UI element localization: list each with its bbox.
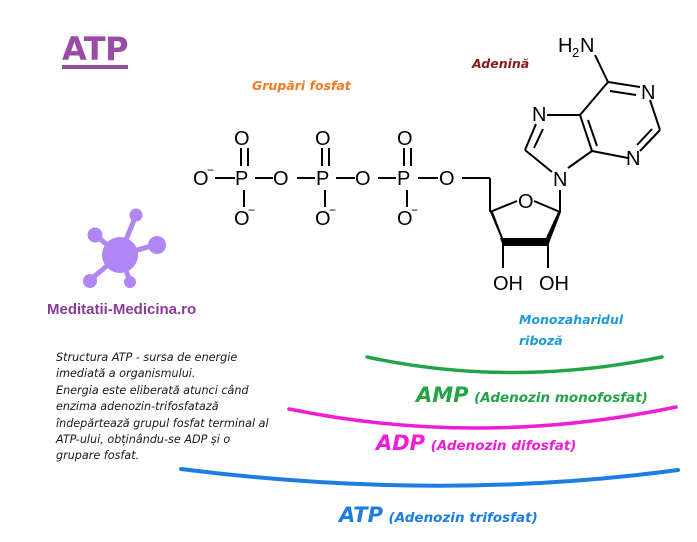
- bond: [489, 200, 518, 213]
- atom-p: P: [316, 168, 329, 190]
- adp-label: ADP (Adenozin difosfat): [376, 431, 576, 455]
- atom-n1: N: [641, 82, 655, 104]
- charge: −: [207, 163, 214, 177]
- atom-p: P: [235, 168, 248, 190]
- amp-label: AMP (Adenozin monofosfat): [416, 383, 648, 407]
- aromatic-bond: [609, 90, 637, 96]
- atom-o: O: [234, 128, 250, 150]
- logo-atom: [129, 208, 143, 222]
- atom-o: O: [315, 128, 331, 150]
- aromatic-bond: [636, 128, 653, 146]
- bonds: [215, 54, 661, 268]
- atp-label: ATP (Adenozin trifosfat): [339, 503, 538, 527]
- molecule-icon: [83, 208, 166, 288]
- atom-o: O: [439, 168, 455, 190]
- wedge-bond: [490, 212, 503, 243]
- bond: [607, 81, 641, 88]
- amp-bracket: [365, 355, 664, 375]
- atom-h: H: [558, 35, 572, 57]
- atp-name: (Adenozin trifosfat): [388, 510, 538, 526]
- atom-subscript: 2: [572, 45, 579, 60]
- atom-o: O: [193, 168, 209, 190]
- charge: −: [411, 203, 418, 217]
- bond: [639, 129, 661, 152]
- ribose-label-line2: riboză: [519, 333, 563, 348]
- bond: [579, 81, 609, 116]
- wedge-bond: [545, 212, 561, 246]
- bond: [579, 114, 593, 152]
- atom-n9: N: [553, 169, 567, 191]
- ribose-label-line1: Monozaharidul: [519, 312, 624, 327]
- atom-p: P: [397, 168, 410, 190]
- description-line: îndepărtează grupul fosfat terminal al: [56, 416, 269, 430]
- logo-atom: [124, 276, 136, 288]
- atom-n7: N: [532, 104, 546, 126]
- logo-atom: [83, 274, 97, 288]
- ribose-label: Monozaharidul riboză: [519, 309, 623, 351]
- description-line: ATP-ului, obținându-se ADP și o: [56, 433, 231, 447]
- description-line: grupare fosfat.: [56, 449, 140, 463]
- atp-abbr: ATP: [339, 503, 383, 527]
- logo-atom: [87, 227, 103, 243]
- adp-name: (Adenozin difosfat): [430, 438, 577, 454]
- bond: [594, 54, 609, 83]
- atom-o: O: [234, 208, 250, 230]
- brand-name: Meditatii-Medicina.ro: [47, 301, 197, 318]
- adp-abbr: ADP: [376, 431, 426, 455]
- amp-abbr: AMP: [416, 383, 469, 407]
- description-line: imediată a organismului.: [56, 367, 196, 381]
- atom-o: O: [273, 168, 289, 190]
- atom-o: O: [397, 128, 413, 150]
- atom-oh: OH: [493, 273, 523, 295]
- description: Structura ATP - sursa de energie imediat…: [56, 350, 296, 465]
- atom-o: O: [397, 208, 413, 230]
- bond: [567, 150, 593, 169]
- atom-o: O: [315, 208, 331, 230]
- aromatic-bond: [587, 119, 598, 147]
- atom-o: O: [355, 168, 371, 190]
- aromatic-bond: [533, 128, 544, 149]
- atom-oh: OH: [539, 273, 569, 295]
- charge: −: [329, 203, 336, 217]
- description-line: Energia este eliberată atunci când: [56, 383, 249, 397]
- wedge-bond: [500, 238, 549, 246]
- amp-name: (Adenozin monofosfat): [474, 390, 648, 406]
- logo-atom: [148, 236, 166, 254]
- description-line: enzima adenozin-trifosfatază: [56, 400, 219, 414]
- bond: [533, 200, 561, 213]
- bond: [649, 99, 661, 131]
- atom-n3: N: [626, 148, 640, 170]
- atom-n-amine: N: [580, 35, 594, 57]
- page-title: ATP: [62, 30, 129, 68]
- phosphate-groups-label: Grupări fosfat: [252, 78, 351, 93]
- adp-bracket: [287, 405, 678, 430]
- description-line: Structura ATP - sursa de energie: [56, 351, 238, 364]
- atom-o-ring: O: [518, 191, 534, 213]
- charge: −: [248, 203, 255, 217]
- adenine-label: Adenină: [472, 56, 530, 71]
- logo-center-atom: [102, 237, 138, 273]
- bond: [524, 149, 553, 173]
- atp-bracket: [179, 467, 680, 488]
- bond: [524, 123, 537, 151]
- bond: [591, 150, 629, 159]
